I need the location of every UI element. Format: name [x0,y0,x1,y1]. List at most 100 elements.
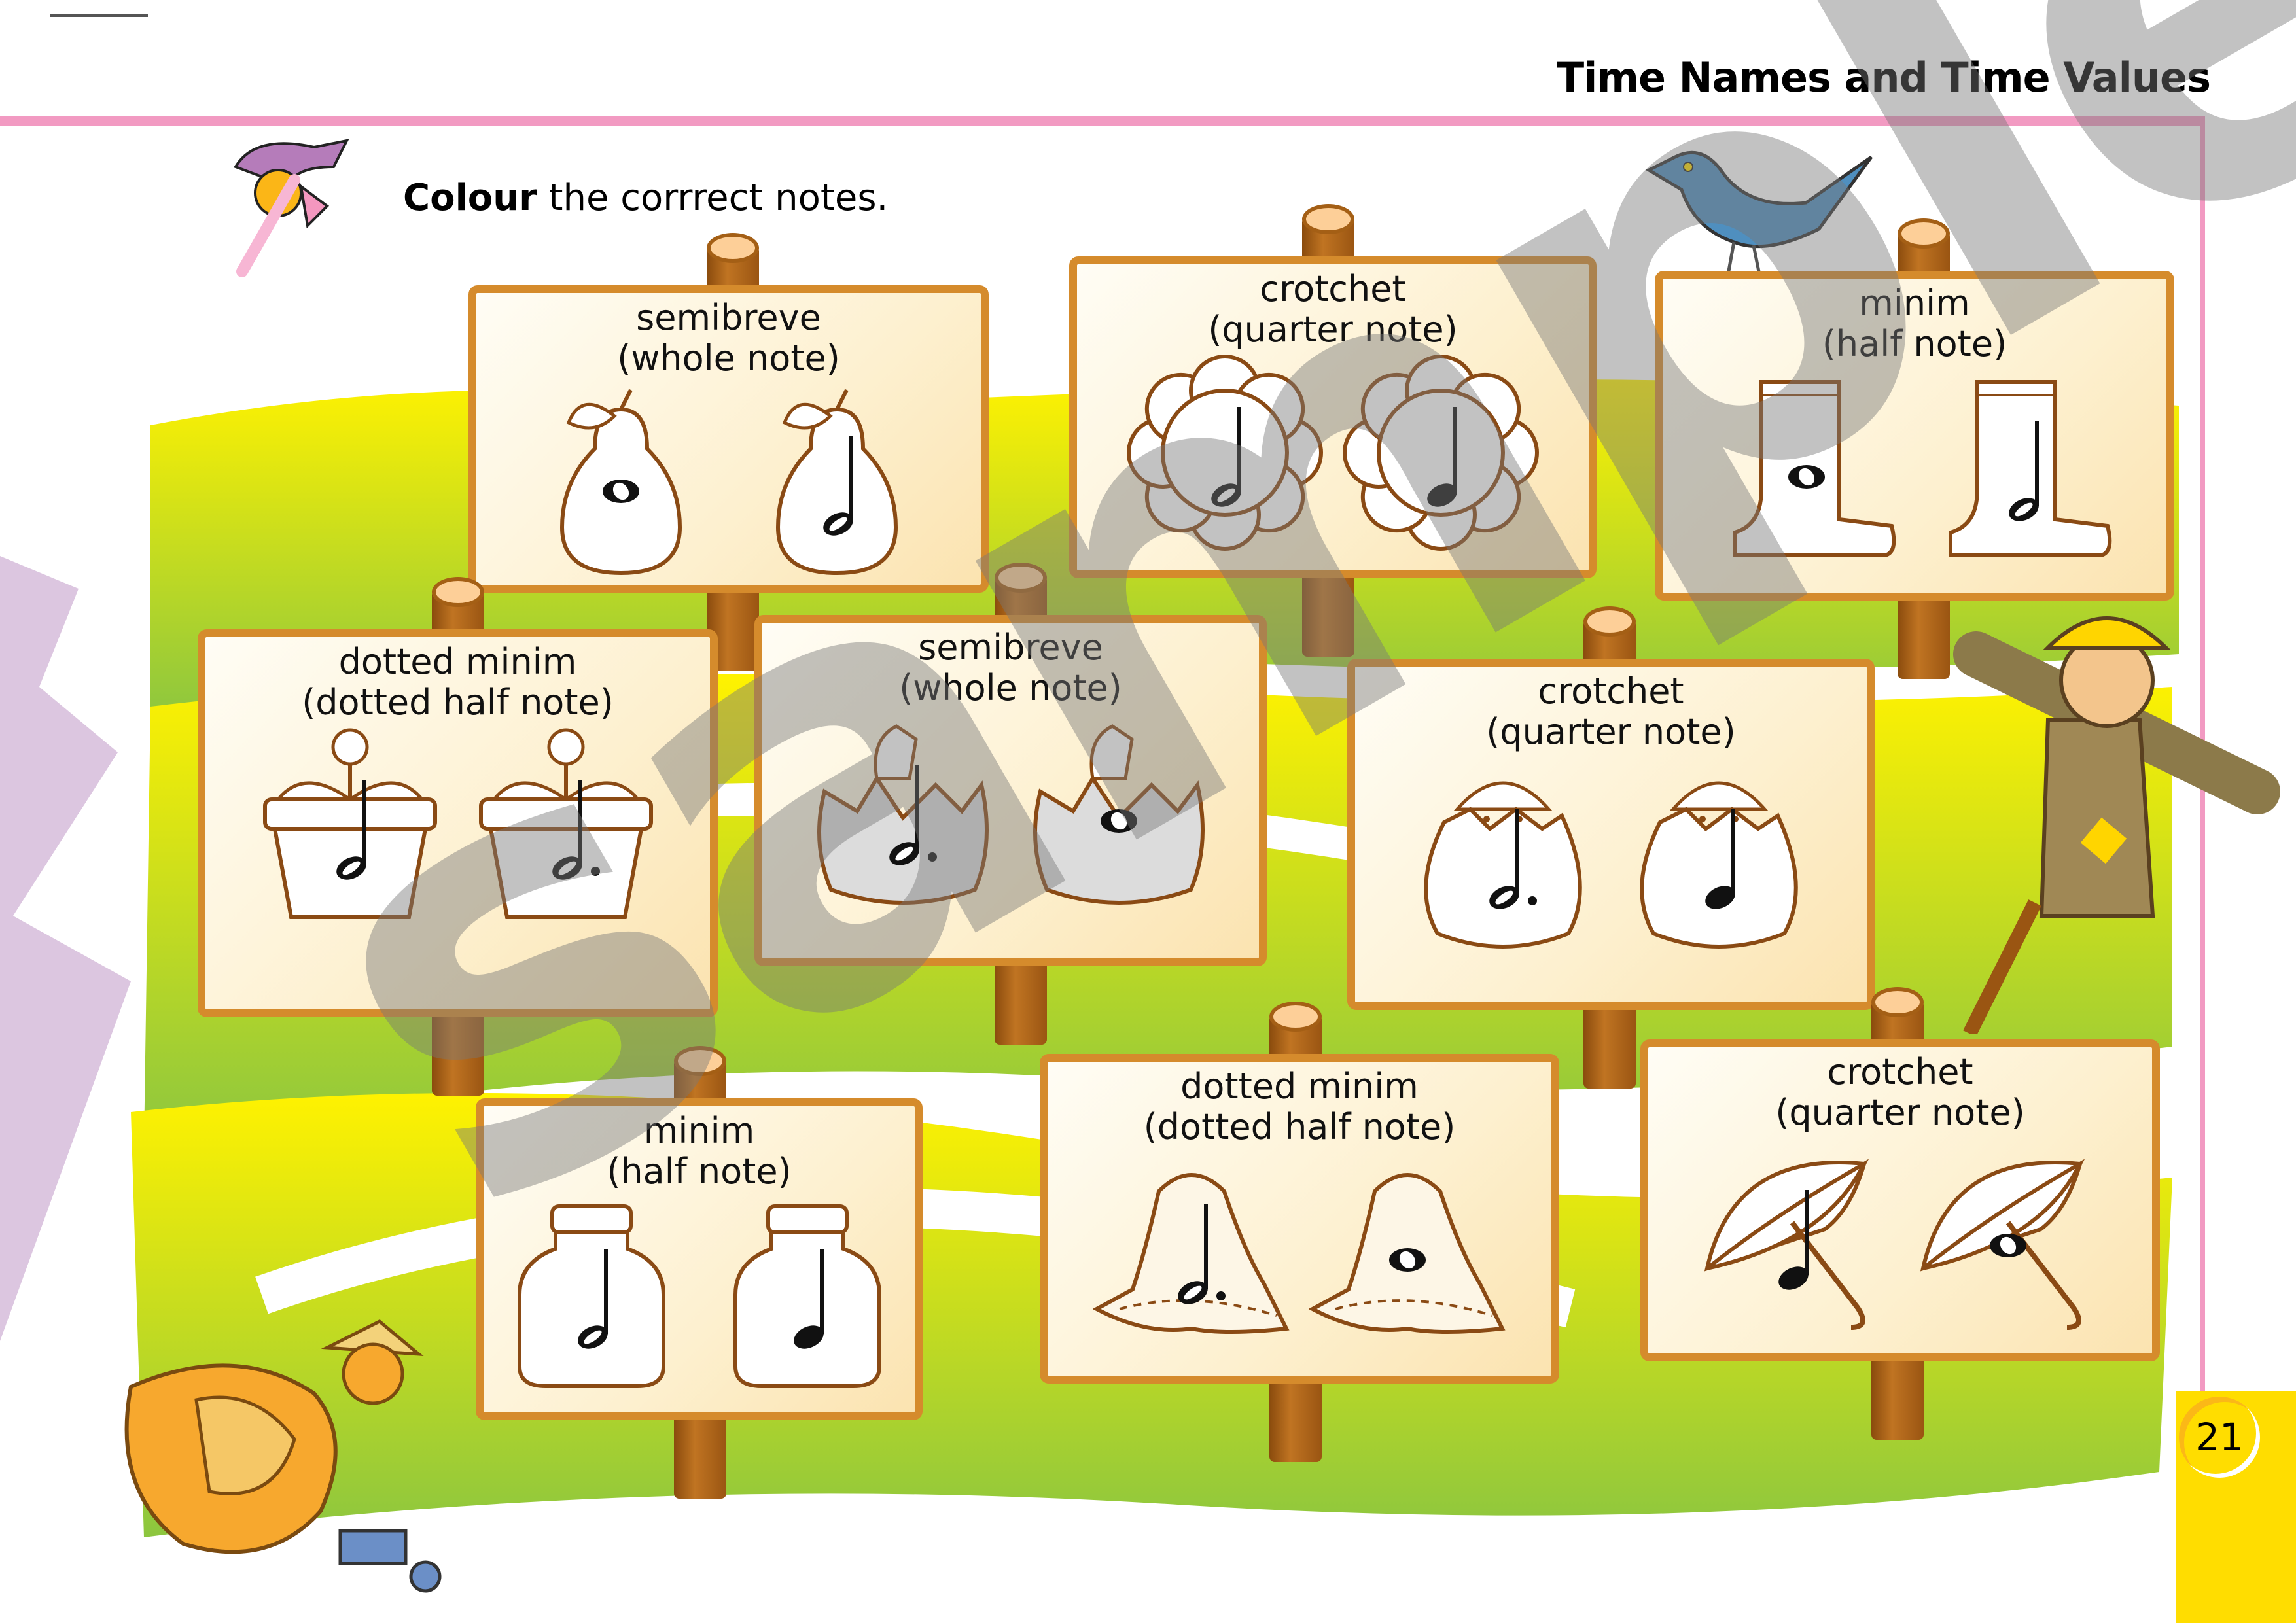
dotted-minim-note [1178,1204,1226,1304]
semibreve-note [1100,809,1137,833]
colourable-note-item[interactable] [1405,757,1601,953]
colourable-note-item[interactable] [1021,713,1217,909]
dotted-minim-note [1489,809,1537,909]
signpost-top [432,577,484,607]
signpost-top [1871,987,1924,1017]
sign-board [754,615,1267,966]
chick-egg-icon [1424,781,1582,949]
crotchet-note [793,1249,824,1349]
top-rule [50,14,148,17]
colourable-note-item[interactable] [252,727,448,924]
flowerpot-icon [262,728,437,919]
sign-dotted-minim: dotted minim(dotted half note) [1040,1002,1559,1462]
page-title: Time Names and Time Values [1556,54,2211,101]
signpost-top [707,233,759,263]
note-american-name: (dotted half note) [1143,1106,1456,1147]
colourable-note-item[interactable] [1694,1138,1890,1334]
semibreve-note [1990,1234,2026,1257]
minim-note [1211,407,1241,507]
umbrella-icon [1704,1159,1869,1330]
colourable-note-item[interactable] [739,383,935,580]
crotchet-note [1427,407,1457,507]
flowerpot-icon [478,728,653,919]
minim-note [2009,421,2039,521]
jar-icon [733,1204,881,1388]
flower-icon [1343,355,1539,551]
signpost-top [674,1046,726,1076]
sign-minim: minim(half note) [1655,218,2174,679]
semibreve-note [602,480,639,503]
signpost-top [1583,606,1636,637]
colourable-note-item[interactable] [1621,757,1817,953]
hat-icon [1092,1173,1290,1334]
colourable-note-item[interactable] [1708,369,1905,565]
pencil-girl-icon [234,139,349,277]
sign-board [468,285,989,593]
note-american-name: (half note) [1822,323,2007,364]
note-american-name: (dotted half note) [302,682,614,723]
sign-minim: minim(half note) [476,1046,923,1499]
colourable-note-item[interactable] [1343,355,1539,551]
signpost-top [1269,1002,1322,1032]
colourable-note-item[interactable] [1127,355,1323,551]
minim-note [822,436,853,536]
crotchet-note [1705,809,1735,909]
note-american-name: (half note) [607,1151,792,1192]
note-name: crotchet [1260,268,1406,309]
signpost-top [1302,204,1354,234]
semibreve-note [1389,1248,1426,1272]
minim-note [577,1249,608,1349]
pear-icon [775,389,898,576]
hen-gardener-icon [124,1319,442,1593]
note-name: semibreve [636,297,821,338]
umbrella-icon [1920,1159,2085,1330]
note-name: crotchet [1538,671,1684,712]
sign-dotted-minim: dotted minim(dotted half note) [198,577,718,1096]
note-name: dotted minim [1180,1066,1419,1107]
colourable-note-item[interactable] [1308,1152,1506,1348]
pink-border-top [0,116,2205,126]
instruction-rest: the corrrect notes. [537,177,889,219]
signpost-top [1898,218,1950,249]
colourable-note-item[interactable] [709,1196,906,1393]
note-american-name: (whole note) [617,338,840,379]
note-american-name: (quarter note) [1208,309,1458,350]
dotted-minim-note [889,765,937,865]
instruction-bold: Colour [403,177,537,219]
signpost-top [995,563,1047,593]
note-name: crotchet [1827,1051,1973,1092]
colourable-note-item[interactable] [805,713,1001,909]
sign-semibreve: semibreve(whole note) [754,563,1267,1045]
note-name: semibreve [918,627,1103,668]
colourable-note-item[interactable] [1092,1152,1290,1348]
crow-icon [1645,150,1873,279]
scarecrow-icon [1953,616,2280,1034]
colourable-note-item[interactable] [493,1196,690,1393]
note-american-name: (quarter note) [1775,1092,2025,1133]
dotted-minim-note [552,780,600,880]
note-name: minim [1859,283,1970,324]
sign-semibreve: semibreve(whole note) [468,233,989,671]
hen-egg-icon [1033,724,1205,905]
hen-egg-icon [817,724,989,905]
crotchet-note [1778,1190,1809,1290]
colourable-note-item[interactable] [468,727,664,924]
colourable-note-item[interactable] [523,383,719,580]
sign-crotchet: crotchet(quarter note) [1640,987,2160,1440]
note-american-name: (quarter note) [1486,711,1736,752]
colourable-note-item[interactable] [1924,369,2121,565]
minim-note [336,780,366,880]
sign-crotchet: crotchet(quarter note) [1069,204,1597,657]
chick-egg-icon [1640,781,1798,949]
semibreve-note [1788,465,1825,489]
page-number: 21 [2179,1397,2260,1478]
colourable-note-item[interactable] [1910,1138,2106,1334]
note-american-name: (whole note) [899,667,1122,708]
note-name: minim [643,1110,755,1151]
instruction-text: Colour the corrrect notes. [403,177,888,219]
sign-crotchet: crotchet(quarter note) [1347,606,1875,1089]
flower-icon [1127,355,1323,551]
note-name: dotted minim [338,641,577,682]
boot-icon [1949,380,2112,557]
jar-icon [517,1204,665,1388]
